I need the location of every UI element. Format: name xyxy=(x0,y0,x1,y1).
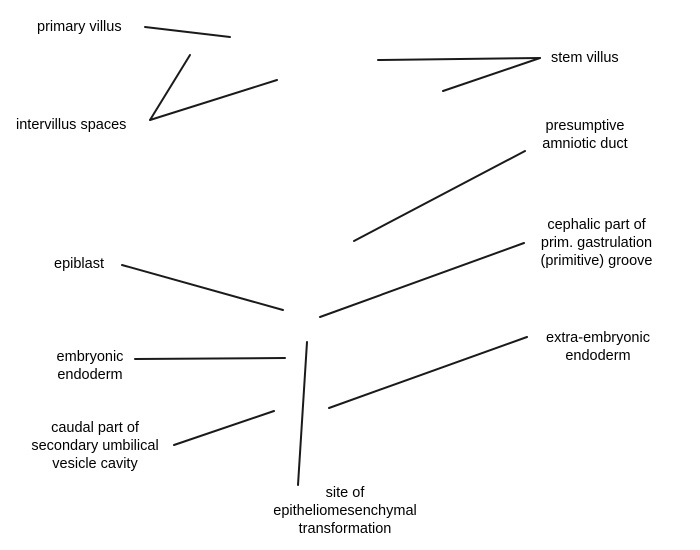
label-stem-villus: stem villus xyxy=(551,50,619,66)
label-extra-embryonic-endoderm: extra-embryonic endoderm xyxy=(546,330,650,364)
label-primary-villus: primary villus xyxy=(37,19,122,35)
label-caudal-part-cavity: caudal part of secondary umbilical vesic… xyxy=(31,420,159,472)
label-presumptive-amniotic-duct: presumptive amniotic duct xyxy=(542,118,628,152)
stem-villus-leader-upper xyxy=(377,57,541,61)
extra-embryonic-endoderm-leader xyxy=(328,336,528,409)
label-embryonic-endoderm: embryonic endoderm xyxy=(56,349,124,383)
epiblast-leader xyxy=(121,264,284,311)
embryonic-endoderm-leader xyxy=(134,357,286,360)
primary-villus-leader xyxy=(144,26,231,38)
label-cephalic-part-groove: cephalic part of prim. gastrulation (pri… xyxy=(540,217,653,269)
stem-villus-leader-lower xyxy=(442,57,541,92)
presumptive-amniotic-duct-leader xyxy=(353,150,526,242)
label-intervillus-spaces: intervillus spaces xyxy=(16,117,127,133)
site-of-transformation-leader xyxy=(297,341,308,486)
cephalic-part-groove-leader xyxy=(319,242,525,318)
caudal-part-cavity-leader xyxy=(173,410,275,446)
intervillus-spaces-leader-lower xyxy=(149,79,278,121)
intervillus-spaces-leader-upper xyxy=(149,54,191,121)
label-epiblast: epiblast xyxy=(54,256,104,272)
label-site-of-transformation: site of epitheliomesenchymal transformat… xyxy=(273,485,417,537)
